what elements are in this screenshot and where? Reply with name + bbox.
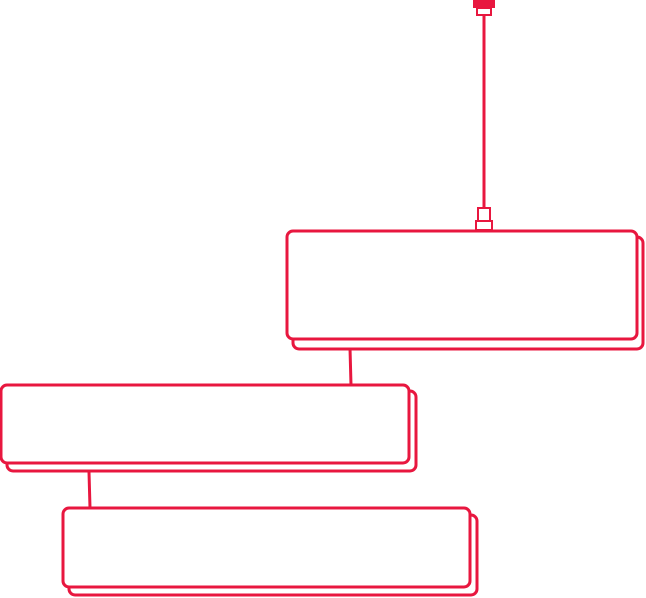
card-bottom (61, 506, 479, 597)
connector-middle-to-bottom (87, 470, 92, 510)
card-middle (0, 383, 418, 473)
card-top-face (285, 229, 639, 341)
cable-connector (473, 0, 495, 231)
connector-top-to-middle (348, 346, 353, 387)
top-plug-icon (473, 0, 495, 16)
card-top (285, 229, 645, 351)
card-bottom-face (61, 506, 472, 589)
card-middle-face (0, 383, 411, 465)
bottom-plug-icon (475, 207, 493, 231)
